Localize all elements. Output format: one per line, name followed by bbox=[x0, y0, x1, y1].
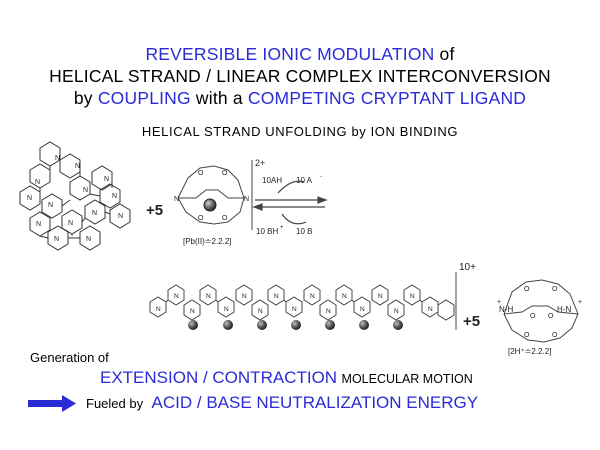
svg-text:N: N bbox=[68, 220, 73, 227]
svg-text:O: O bbox=[548, 313, 554, 320]
complex-label: [Pb(II)≐2.2.2] bbox=[183, 237, 232, 246]
svg-text:O: O bbox=[222, 170, 228, 177]
svg-text:N: N bbox=[342, 293, 347, 300]
protonated-cryptand-icon bbox=[503, 279, 579, 343]
svg-text:N: N bbox=[27, 195, 32, 202]
title-emphasis-coupling: COUPLING bbox=[97, 88, 191, 108]
reagent-acid: 10AH bbox=[262, 176, 282, 185]
title-emphasis-cryptant: COMPETING CRYPTANT LIGAND bbox=[247, 88, 527, 108]
svg-text:N: N bbox=[92, 210, 97, 217]
stoichiometry-bottom: +5 bbox=[463, 313, 480, 330]
charge-top: 2+ bbox=[255, 158, 265, 168]
svg-text:N: N bbox=[378, 293, 383, 300]
title-connector-with: with a bbox=[195, 88, 243, 108]
charge-bottom: 10+ bbox=[459, 262, 476, 273]
svg-text:N: N bbox=[104, 176, 109, 183]
motion-line: EXTENSION / CONTRACTION MOLECULAR MOTION bbox=[100, 368, 473, 388]
svg-text:N: N bbox=[48, 202, 53, 209]
svg-text:N: N bbox=[55, 155, 60, 162]
svg-text:N: N bbox=[292, 306, 297, 313]
title-line-3: by COUPLING with a COMPETING CRYPTANT LI… bbox=[0, 88, 600, 109]
svg-text:O: O bbox=[198, 215, 204, 222]
cryptand-icon bbox=[177, 165, 245, 225]
svg-text:O: O bbox=[222, 215, 228, 222]
svg-text:N: N bbox=[224, 306, 229, 313]
svg-text:N: N bbox=[86, 236, 91, 243]
ammonium-left: N-H bbox=[499, 305, 513, 314]
metal-ion bbox=[393, 320, 403, 330]
equilibrium-arrows-icon bbox=[252, 180, 328, 225]
svg-text:N: N bbox=[244, 196, 249, 203]
svg-text:N: N bbox=[156, 306, 161, 313]
metal-ion bbox=[359, 320, 369, 330]
svg-text:N: N bbox=[54, 236, 59, 243]
helical-strand-icon bbox=[19, 141, 131, 251]
svg-text:N: N bbox=[174, 293, 179, 300]
svg-text:O: O bbox=[524, 286, 530, 293]
proton-plus-right: + bbox=[578, 299, 582, 306]
svg-text:N: N bbox=[258, 308, 263, 315]
proton-plus-left: + bbox=[497, 299, 501, 306]
ammonium-right: H-N bbox=[557, 305, 571, 314]
metal-ion bbox=[223, 320, 233, 330]
svg-text:O: O bbox=[198, 170, 204, 177]
title-connector: of bbox=[439, 44, 455, 64]
svg-text:N: N bbox=[206, 293, 211, 300]
title-line-1: REVERSIBLE IONIC MODULATION of bbox=[0, 44, 600, 65]
svg-text:N: N bbox=[36, 221, 41, 228]
title-emphasis: REVERSIBLE IONIC MODULATION bbox=[145, 44, 435, 64]
title-line-2: HELICAL STRAND / LINEAR COMPLEX INTERCON… bbox=[49, 66, 551, 86]
svg-text:O: O bbox=[552, 286, 558, 293]
generation-label: Generation of bbox=[30, 350, 109, 365]
reagent-conj-acid-sup: + bbox=[280, 225, 284, 231]
title-connector-by: by bbox=[73, 88, 93, 108]
arrow-right-icon bbox=[28, 395, 76, 412]
svg-text:N: N bbox=[410, 293, 415, 300]
svg-text:N: N bbox=[428, 306, 433, 313]
energy-emphasis: ACID / BASE NEUTRALIZATION ENERGY bbox=[151, 393, 479, 412]
svg-text:N: N bbox=[360, 306, 365, 313]
svg-text:O: O bbox=[530, 313, 536, 320]
svg-text:O: O bbox=[524, 332, 530, 339]
stoichiometry-top: +5 bbox=[146, 202, 163, 219]
svg-text:N: N bbox=[326, 308, 331, 315]
reagent-anion: 10 A bbox=[296, 176, 313, 185]
motion-description: MOLECULAR MOTION bbox=[341, 372, 473, 386]
metal-ion bbox=[188, 320, 198, 330]
metal-ion bbox=[257, 320, 267, 330]
fueled-by-label: Fueled by bbox=[86, 396, 144, 411]
scheme-subtitle: HELICAL STRAND UNFOLDING by ION BINDING bbox=[141, 124, 459, 139]
svg-text:N: N bbox=[112, 193, 117, 200]
svg-text:N: N bbox=[75, 163, 80, 170]
svg-text:N: N bbox=[118, 213, 123, 220]
svg-text:N: N bbox=[174, 196, 179, 203]
svg-text:N: N bbox=[310, 293, 315, 300]
svg-text:N: N bbox=[242, 293, 247, 300]
reagent-anion-sup: - bbox=[320, 174, 322, 180]
cryptand-label: [2H⁺≐2.2.2] bbox=[508, 347, 551, 356]
motion-emphasis: EXTENSION / CONTRACTION bbox=[100, 368, 338, 387]
linear-complex-icon bbox=[149, 284, 455, 321]
svg-text:N: N bbox=[190, 308, 195, 315]
svg-text:N: N bbox=[83, 187, 88, 194]
svg-text:N: N bbox=[35, 179, 40, 186]
metal-ion bbox=[291, 320, 301, 330]
metal-ion bbox=[325, 320, 335, 330]
svg-text:O: O bbox=[552, 332, 558, 339]
energy-line: Fueled by ACID / BASE NEUTRALIZATION ENE… bbox=[86, 393, 478, 413]
svg-text:N: N bbox=[274, 293, 279, 300]
reagent-conj-acid: 10 BH bbox=[256, 227, 278, 236]
reagent-base: 10 B bbox=[296, 227, 312, 236]
svg-text:N: N bbox=[394, 308, 399, 315]
